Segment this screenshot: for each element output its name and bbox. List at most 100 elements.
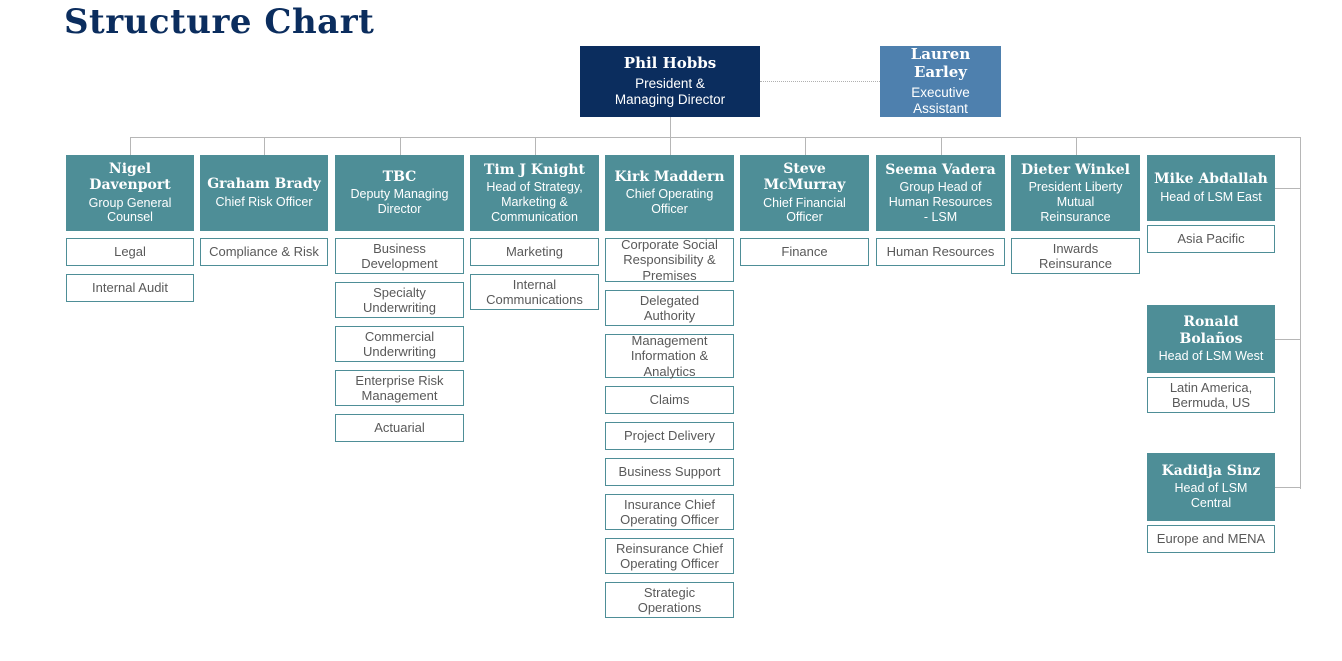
node-unit-compliance-risk-role: Compliance & Risk	[209, 244, 319, 260]
node-unit-business-support[interactable]: Business Support	[605, 458, 734, 486]
node-unit-human-resources-role: Human Resources	[886, 244, 995, 260]
node-unit-legal-role: Legal	[114, 244, 146, 260]
node-unit-internal-audit[interactable]: Internal Audit	[66, 274, 194, 302]
node-head-tim-j-knight-role: Head of Strategy,Marketing &Communicatio…	[486, 180, 583, 224]
connector-drop-tim-j-knight	[535, 137, 536, 155]
node-head-mike-abdallah-role: Head of LSM East	[1160, 189, 1262, 204]
connector-main-bus	[130, 137, 1300, 138]
node-unit-internal-audit-role: Internal Audit	[92, 280, 168, 296]
node-unit-business-support-role: Business Support	[618, 464, 721, 480]
node-unit-compliance-risk[interactable]: Compliance & Risk	[200, 238, 328, 266]
connector-drop-tbc	[400, 137, 401, 155]
node-unit-project-delivery-role: Project Delivery	[623, 428, 716, 444]
connector-drop-dieter-winkel	[1076, 137, 1077, 155]
node-unit-asia-pacific[interactable]: Asia Pacific	[1147, 225, 1275, 253]
node-head-dieter-winkel-name: Dieter Winkel	[1021, 161, 1130, 178]
node-unit-legal[interactable]: Legal	[66, 238, 194, 266]
connector-stub-kadidja-sinz	[1275, 487, 1300, 488]
connector-dotted-assistant	[760, 81, 880, 82]
connector-drop-seema-vadera	[941, 137, 942, 155]
node-unit-human-resources[interactable]: Human Resources	[876, 238, 1005, 266]
connector-drop-graham-brady	[264, 137, 265, 155]
node-unit-finance[interactable]: Finance	[740, 238, 869, 266]
node-unit-actuarial-role: Actuarial	[374, 420, 425, 436]
node-head-kadidja-sinz-name: Kadidja Sinz	[1161, 463, 1261, 480]
node-president-role: President &Managing Director	[614, 75, 726, 107]
node-executive-assistant-name: Lauren Earley	[910, 45, 971, 81]
node-head-tim-j-knight-name: Tim J Knight	[483, 161, 586, 178]
node-unit-project-delivery[interactable]: Project Delivery	[605, 422, 734, 450]
connector-stub-ronald-bola-os	[1275, 339, 1300, 340]
node-head-mike-abdallah-name: Mike Abdallah	[1154, 171, 1268, 188]
page-title: Structure Chart	[64, 2, 375, 42]
node-unit-latin-america-bermuda-us[interactable]: Latin America,Bermuda, US	[1147, 377, 1275, 413]
node-unit-marketing-role: Marketing	[505, 244, 564, 260]
node-president-name: Phil Hobbs	[623, 54, 717, 73]
connector-drop-steve-mcmurray	[805, 137, 806, 155]
node-unit-finance-role: Finance	[781, 244, 828, 260]
node-unit-marketing[interactable]: Marketing	[470, 238, 599, 266]
node-unit-europe-and-mena-role: Europe and MENA	[1156, 531, 1266, 547]
node-unit-europe-and-mena[interactable]: Europe and MENA	[1147, 525, 1275, 553]
node-unit-actuarial[interactable]: Actuarial	[335, 414, 464, 442]
node-head-graham-brady-role: Chief Risk Officer	[215, 194, 313, 209]
connector-root-stem	[670, 117, 671, 137]
node-unit-claims[interactable]: Claims	[605, 386, 734, 414]
node-head-tbc-name: TBC	[382, 169, 417, 186]
connector-drop-kirk-maddern	[670, 137, 671, 155]
node-unit-claims-role: Claims	[649, 392, 690, 408]
node-unit-asia-pacific-role: Asia Pacific	[1177, 231, 1245, 247]
node-unit-latin-america-bermuda-us-role: Latin America,Bermuda, US	[1169, 379, 1253, 410]
connector-regional-spine	[1300, 137, 1301, 489]
node-head-graham-brady-name: Graham Brady	[207, 176, 321, 193]
node-head-ronald-bola-os-role: Head of LSM West	[1158, 349, 1264, 363]
connector-stub-mike-abdallah	[1275, 188, 1300, 189]
node-head-seema-vadera-name: Seema Vadera	[885, 161, 996, 178]
